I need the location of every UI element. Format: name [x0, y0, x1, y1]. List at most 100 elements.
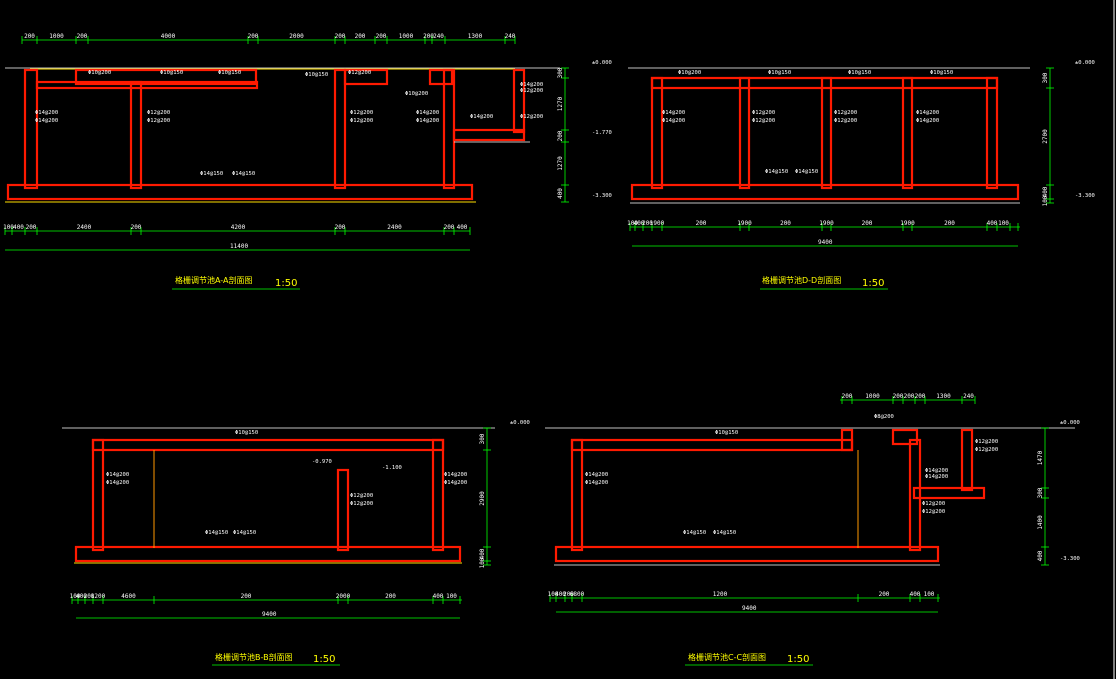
rebar-note: Φ14@150: [205, 530, 228, 536]
dim-label: 200: [241, 593, 252, 600]
dim-label: 2700: [1042, 129, 1049, 144]
rebar-note: Φ14@150: [713, 530, 736, 536]
rebar-note: Φ10@150: [235, 430, 258, 436]
wall-3: [820, 76, 833, 190]
base-slab: [554, 545, 940, 563]
rebar-note: Φ14@200: [35, 118, 58, 124]
cantilever-slab: [452, 128, 526, 142]
rebar-note: Φ10@200: [405, 91, 428, 97]
dim-label: 400: [1042, 186, 1049, 197]
rebar-note: Φ12@200: [752, 118, 775, 124]
rebar-note: Φ12@200: [752, 110, 775, 116]
cantilever-slab: [912, 486, 986, 500]
dim-label: 2400: [77, 224, 92, 231]
rebar-note: Φ14@150: [200, 171, 223, 177]
base-slab: [74, 545, 462, 563]
rebar-note: Φ14@150: [233, 530, 256, 536]
dim-label: 4200: [231, 224, 246, 231]
rebar-note: Φ10@150: [218, 70, 241, 76]
rebar-note: Φ12@200: [350, 110, 373, 116]
top-beam-1: [35, 80, 259, 90]
dim-label: 400: [987, 220, 998, 227]
rebar-note: Φ12@200: [922, 509, 945, 515]
cantilever-wall: [960, 428, 974, 492]
elev-top: ±0.000: [510, 420, 530, 426]
rebar-note: Φ14@200: [662, 118, 685, 124]
section-title: 格栅调节池C-C剖面图: [688, 652, 766, 662]
dim-label: 400: [76, 593, 87, 600]
dim-label: 1900: [737, 220, 752, 227]
elev-mid: -1.770: [592, 130, 612, 136]
rebar-note: Φ10@150: [930, 70, 953, 76]
rebar-note: Φ14@200: [585, 472, 608, 478]
total-dim: 11400: [230, 243, 248, 250]
wall-1: [650, 76, 664, 190]
dim-label: 200: [376, 33, 387, 40]
dim-label: 300: [1042, 72, 1049, 83]
total-dim: 9400: [262, 611, 277, 618]
top-slab: [91, 438, 445, 452]
dim-label: 1270: [557, 156, 564, 171]
rebar-note: Φ14@200: [35, 110, 58, 116]
elev-top: ±0.000: [1060, 420, 1080, 426]
rebar-note: Φ12@200: [147, 110, 170, 116]
dim-label: 1300: [936, 393, 951, 400]
dim-label: 1900: [900, 220, 915, 227]
dim-label: 200: [444, 224, 455, 231]
elev-bot: -3.300: [592, 193, 612, 199]
rebar-note: Φ12@200: [348, 70, 371, 76]
dim-label: 400: [634, 220, 645, 227]
dim-label: 1000: [865, 393, 880, 400]
dim-label: 400: [1037, 550, 1044, 561]
rebar-note: Φ12@200: [350, 118, 373, 124]
rebar-note: Φ12@200: [147, 118, 170, 124]
dim-label: 1200: [713, 591, 728, 598]
rebar-note: Φ10@200: [678, 70, 701, 76]
dim-label: 200: [84, 593, 95, 600]
dim-label: 200: [77, 33, 88, 40]
rebar-note: Φ12@200: [520, 114, 543, 120]
dim-label: 200: [904, 393, 915, 400]
elev-top: ±0.000: [592, 60, 612, 66]
rebar-note: Φ14@200: [106, 480, 129, 486]
wall-4: [901, 76, 914, 190]
elev-top: ±0.000: [1075, 60, 1095, 66]
dim-label: 200: [26, 224, 37, 231]
rebar-note: Φ14@150: [765, 169, 788, 175]
rebar-note: Φ14@200: [106, 472, 129, 478]
rebar-note: Φ14@150: [683, 530, 706, 536]
dim-label: 200: [557, 130, 564, 141]
rebar-note: Φ12@200: [975, 447, 998, 453]
top-slab: [570, 438, 854, 452]
dim-label: 200: [385, 593, 396, 600]
rebar-note: Φ14@150: [232, 171, 255, 177]
rebar-note: Φ14@200: [470, 114, 493, 120]
dim-label: 400: [13, 224, 24, 231]
total-dim: 9400: [742, 605, 757, 612]
rebar-note: Φ14@200: [662, 110, 685, 116]
dim-label: 2000: [289, 33, 304, 40]
dim-label: 2400: [387, 224, 402, 231]
dim-label: 100: [3, 224, 14, 231]
top-slab: [650, 76, 999, 90]
elev-bot: -3.300: [1075, 193, 1095, 199]
dim-label: 100: [548, 591, 559, 598]
wall-left: [91, 438, 105, 552]
rebar-note: Φ12@200: [922, 501, 945, 507]
elev-a: -0.970: [312, 459, 332, 465]
rebar-note: Φ10@150: [768, 70, 791, 76]
dim-label: 100: [70, 593, 81, 600]
elev-bot: -3.300: [1060, 556, 1080, 562]
